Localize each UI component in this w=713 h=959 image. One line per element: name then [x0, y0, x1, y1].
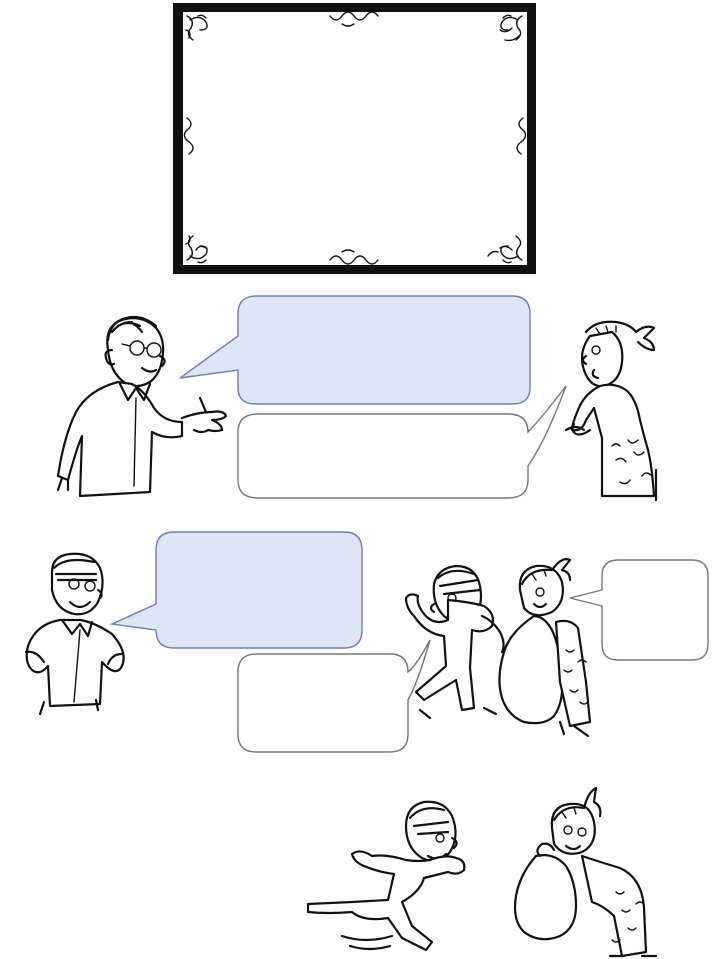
frame-flourish-top-right [499, 14, 523, 42]
frame-flourish-top-left [185, 14, 208, 41]
frame-flourish-right-middle [516, 117, 527, 155]
boy-running-figure-panel3 [306, 800, 466, 952]
student-figure-panel1 [564, 320, 658, 502]
girl-figure-panel2 [498, 558, 592, 738]
teacher-figure-panel2 [24, 552, 125, 716]
speech-bubble-student-panel1 [237, 385, 567, 499]
speech-bubble-teacher-panel2 [109, 531, 363, 649]
decorative-frame [173, 3, 536, 274]
frame-flourish-bottom-left [185, 235, 208, 264]
speech-bubble-teacher-panel1 [179, 295, 531, 405]
boy-figure-panel2 [404, 564, 505, 720]
frame-flourish-left-middle [183, 117, 194, 155]
speech-text-girl-panel2 [604, 562, 706, 658]
speech-text-student-panel1 [240, 416, 526, 496]
frame-title-text [185, 14, 525, 263]
speech-bubble-girl-panel2 [569, 559, 709, 661]
girl-bending-figure-panel3 [513, 786, 658, 958]
frame-flourish-bottom-right [487, 235, 523, 264]
speech-text-boy-panel2 [240, 656, 406, 750]
speech-text-teacher-panel2 [158, 534, 360, 646]
frame-flourish-top-center [329, 11, 379, 27]
teacher-figure-panel1 [56, 315, 228, 498]
frame-flourish-bottom-center [329, 249, 379, 265]
speech-bubble-boy-panel2 [237, 639, 431, 753]
speech-text-teacher-panel1 [240, 298, 528, 402]
